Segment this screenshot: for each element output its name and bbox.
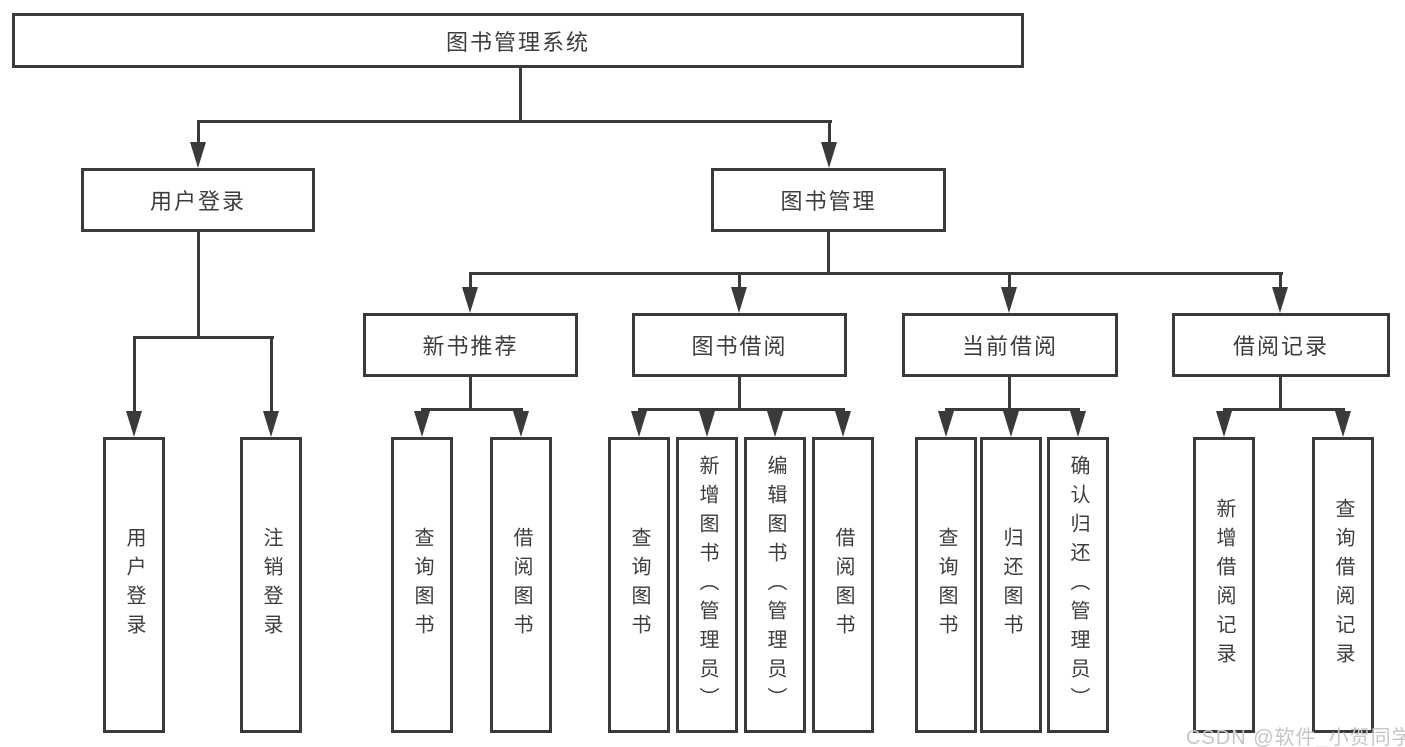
leaf-user-login: 用户登录 (103, 437, 165, 733)
arrowhead-icon (126, 411, 142, 437)
arrowhead-icon (414, 411, 430, 437)
node-borrow-records: 借阅记录 (1172, 313, 1390, 377)
leaf-logout: 注销登录 (240, 437, 302, 733)
arrowhead-icon (731, 287, 747, 313)
arrowhead-icon (821, 142, 837, 168)
leaf-label: 注销登录 (260, 527, 282, 643)
node-user-login-label: 用户登录 (149, 189, 246, 214)
connector-line (1279, 377, 1282, 411)
connector-line (828, 120, 831, 144)
node-current-borrow: 当前借阅 (902, 313, 1118, 377)
leaf-label: 查询图书 (628, 527, 650, 643)
arrowhead-icon (462, 287, 478, 313)
node-root-label: 图书管理系统 (445, 29, 590, 55)
arrowhead-icon (699, 411, 715, 437)
leaf-label: 编辑图书（管理员） (764, 454, 786, 716)
arrowhead-icon (190, 142, 206, 168)
connector-line (469, 377, 472, 411)
arrowhead-icon (835, 411, 851, 437)
arrowhead-icon (1001, 287, 1017, 313)
leaf-label: 确认归还（管理员） (1067, 454, 1089, 716)
leaf-query-books-borrow: 查询图书 (608, 437, 670, 733)
connector-line (133, 336, 136, 413)
connector-line (945, 408, 1080, 411)
leaf-query-borrow-record: 查询借阅记录 (1312, 437, 1374, 733)
connector-line (197, 232, 200, 339)
connector-line (1008, 377, 1011, 411)
leaf-label: 归还图书 (1000, 527, 1022, 643)
leaf-label: 新增图书（管理员） (696, 454, 718, 716)
connector-line (738, 377, 741, 411)
node-book-borrow: 图书借阅 (632, 313, 847, 377)
leaf-label: 借阅图书 (510, 527, 532, 643)
connector-line (1008, 272, 1011, 290)
arrowhead-icon (631, 411, 647, 437)
node-book-management-label: 图书管理 (780, 189, 877, 214)
arrowhead-icon (1216, 411, 1232, 437)
leaf-label: 借阅图书 (832, 527, 854, 643)
leaf-add-borrow-record: 新增借阅记录 (1193, 437, 1255, 733)
connector-line (133, 336, 274, 339)
arrowhead-icon (1272, 287, 1288, 313)
leaf-add-books-admin: 新增图书（管理员） (676, 437, 738, 733)
leaf-confirm-return-admin: 确认归还（管理员） (1047, 437, 1109, 733)
leaf-label: 查询图书 (411, 527, 433, 643)
node-book-management: 图书管理 (711, 168, 946, 232)
leaf-borrow-books: 借阅图书 (812, 437, 874, 733)
leaf-label: 查询借阅记录 (1332, 498, 1354, 672)
node-new-book-recommend-label: 新书推荐 (422, 334, 519, 359)
arrowhead-icon (767, 411, 783, 437)
connector-line (519, 68, 522, 120)
connector-line (197, 120, 200, 144)
leaf-query-books-current: 查询图书 (915, 437, 977, 733)
connector-line (738, 272, 741, 290)
connector-line (270, 336, 273, 413)
connector-line (638, 408, 845, 411)
leaf-return-books: 归还图书 (980, 437, 1042, 733)
connector-line (469, 272, 1283, 275)
node-user-login: 用户登录 (81, 168, 315, 232)
connector-line (827, 232, 830, 275)
leaf-borrow-books-recommend: 借阅图书 (490, 437, 552, 733)
arrowhead-icon (1003, 411, 1019, 437)
leaf-label: 查询图书 (935, 527, 957, 643)
node-current-borrow-label: 当前借阅 (961, 334, 1058, 359)
connector-line (421, 408, 523, 411)
node-borrow-records-label: 借阅记录 (1232, 334, 1329, 359)
connector-line (1223, 408, 1345, 411)
leaf-query-books-recommend: 查询图书 (391, 437, 453, 733)
node-new-book-recommend: 新书推荐 (363, 313, 578, 377)
node-root: 图书管理系统 (12, 13, 1024, 68)
arrowhead-icon (1335, 411, 1351, 437)
arrowhead-icon (263, 411, 279, 437)
connector-line (1279, 272, 1282, 290)
arrowhead-icon (1070, 411, 1086, 437)
node-book-borrow-label: 图书借阅 (691, 334, 788, 359)
connector-line (197, 120, 832, 123)
leaf-label: 新增借阅记录 (1213, 498, 1235, 672)
connector-line (469, 272, 472, 290)
arrowhead-icon (513, 411, 529, 437)
arrowhead-icon (938, 411, 954, 437)
csdn-watermark: CSDN @软件_小贺同学 (1186, 727, 1405, 747)
leaf-edit-books-admin: 编辑图书（管理员） (744, 437, 806, 733)
leaf-label: 用户登录 (123, 527, 145, 643)
